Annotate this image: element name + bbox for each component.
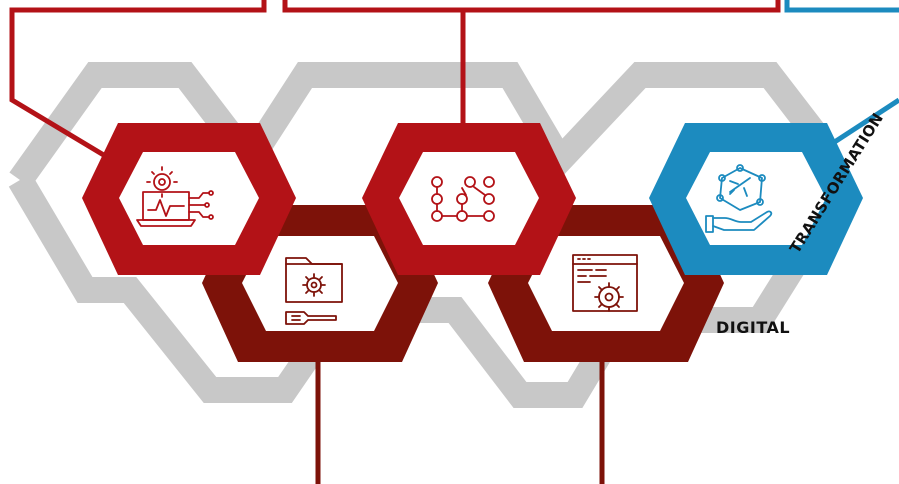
label-digital: DIGITAL (716, 318, 791, 337)
hex-network (362, 123, 576, 275)
hand-airplane-network-icon (705, 164, 773, 233)
folder-gear-tools-icon (285, 257, 343, 325)
connector-top-left (9, 0, 267, 163)
laptop-gear-circuit-icon (136, 166, 214, 227)
connector-top-center (282, 0, 781, 13)
browser-code-gear-icon (572, 254, 638, 312)
node-network-icon (431, 176, 495, 222)
gray-chain-top (9, 62, 831, 188)
connector-lines (9, 0, 899, 484)
connector-top-right (784, 0, 899, 13)
